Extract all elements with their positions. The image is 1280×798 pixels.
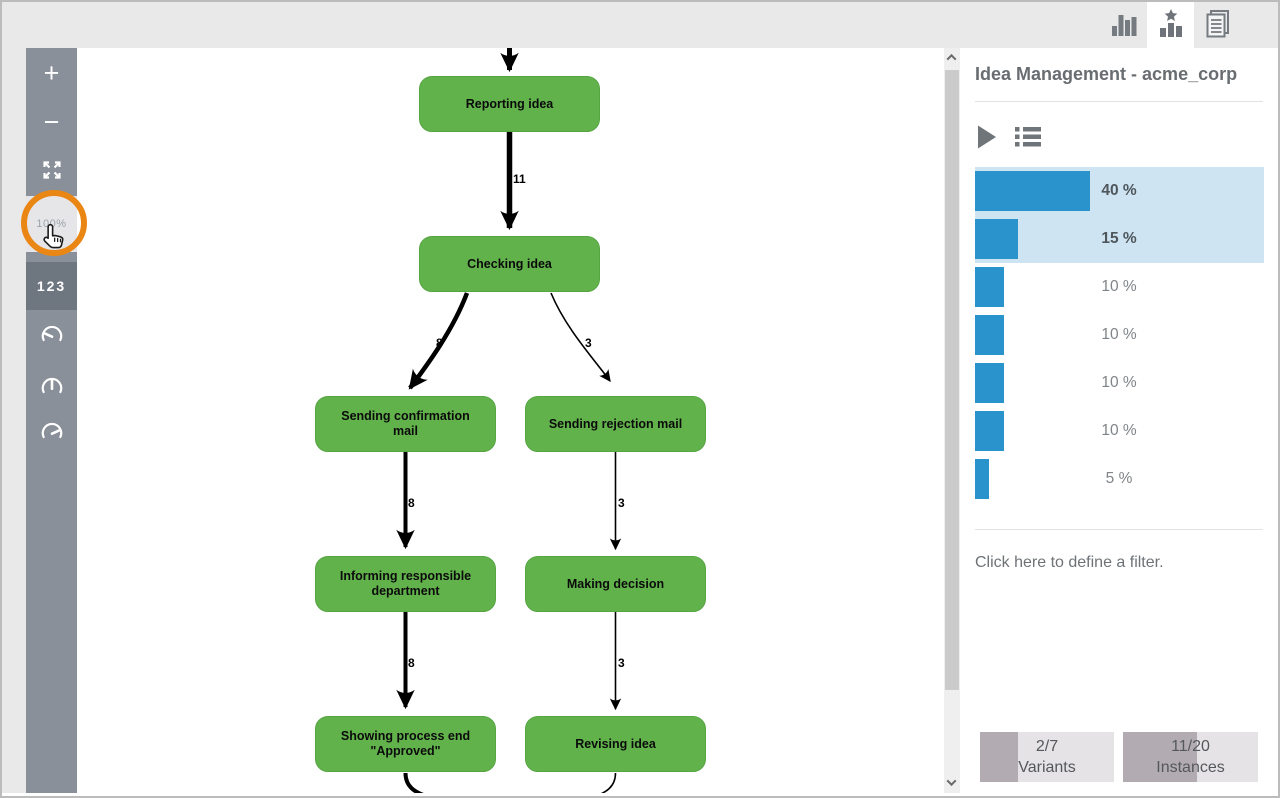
play-icon xyxy=(976,124,998,155)
edge-count-label: 8 xyxy=(436,336,443,350)
left-gutter xyxy=(0,48,26,793)
edge-count-label: 3 xyxy=(618,656,625,670)
variant-row-4[interactable]: 10 % xyxy=(975,311,1264,359)
detail-slider-low-button[interactable] xyxy=(26,321,77,351)
tab-documents[interactable] xyxy=(1194,0,1241,48)
edge-count-label: 3 xyxy=(618,496,625,510)
activity-node-informing-responsible-department[interactable]: Informing responsible department xyxy=(315,556,496,612)
variant-bar xyxy=(975,219,1019,259)
variant-percent-label: 10 % xyxy=(1101,278,1137,295)
variant-row-7[interactable]: 5 % xyxy=(975,455,1264,503)
variant-bar xyxy=(975,411,1004,451)
zoom-level-button[interactable]: 100% xyxy=(26,196,77,252)
tab-chart[interactable] xyxy=(1100,0,1147,48)
process-diagram-canvas[interactable]: 11 8 3 8 3 8 3 Reporting idea Checking i… xyxy=(77,48,944,793)
variant-list: 40 % 15 % 10 % 10 % 10 % 10 % xyxy=(975,167,1264,503)
chevron-up-icon xyxy=(946,53,957,64)
tab-variants[interactable] xyxy=(1147,0,1194,48)
variant-bar xyxy=(975,171,1090,211)
variant-row-5[interactable]: 10 % xyxy=(975,359,1264,407)
variant-percent-label: 10 % xyxy=(1101,326,1137,343)
panel-actions xyxy=(976,124,1041,155)
activity-node-checking-idea[interactable]: Checking idea xyxy=(419,236,600,292)
variants-panel: Idea Management - acme_corp xyxy=(960,48,1278,793)
view-tabs xyxy=(1100,0,1241,48)
variants-stat-block[interactable]: 2/7 Variants xyxy=(980,732,1114,782)
play-animation-button[interactable] xyxy=(976,124,998,155)
zoom-in-button[interactable]: + xyxy=(43,57,60,88)
variant-percent-label: 40 % xyxy=(1101,182,1137,199)
activity-node-revising-idea[interactable]: Revising idea xyxy=(525,716,706,772)
scrollbar-thumb[interactable] xyxy=(945,70,959,690)
edge-count-label: 11 xyxy=(513,172,526,186)
variants-stat-value: 2/7 xyxy=(1035,738,1059,755)
instances-stat-fill xyxy=(1123,732,1198,782)
diagram-toolbar: + − 100% 123 xyxy=(26,48,77,793)
fit-to-screen-button[interactable] xyxy=(26,157,77,187)
divider xyxy=(975,101,1263,102)
instances-stat-label: Instances xyxy=(1156,759,1225,776)
variant-bar xyxy=(975,363,1004,403)
activity-node-reporting-idea[interactable]: Reporting idea xyxy=(419,76,600,132)
gauge-mid-icon xyxy=(39,373,65,404)
variant-row-2[interactable]: 15 % xyxy=(975,215,1264,263)
canvas-scrollbar[interactable] xyxy=(944,48,960,793)
instances-stat-value: 11/20 xyxy=(1171,738,1210,755)
instances-stat-block[interactable]: 11/20 Instances xyxy=(1123,732,1258,782)
frequency-numbers-button[interactable]: 123 xyxy=(26,262,77,310)
variant-row-6[interactable]: 10 % xyxy=(975,407,1264,455)
star-bars-icon xyxy=(1157,9,1185,39)
activity-node-sending-rejection-mail[interactable]: Sending rejection mail xyxy=(525,396,706,452)
edge-count-label: 8 xyxy=(408,496,415,510)
gauge-low-icon xyxy=(39,321,65,352)
scroll-up-button[interactable] xyxy=(946,53,957,64)
activity-node-showing-process-end-approved[interactable]: Showing process end "Approved" xyxy=(315,716,496,772)
variant-row-1[interactable]: 40 % xyxy=(975,167,1264,215)
detail-slider-high-button[interactable] xyxy=(26,418,77,448)
bar-chart-icon xyxy=(1109,10,1139,38)
chevron-down-icon xyxy=(946,776,957,787)
variant-bar xyxy=(975,315,1004,355)
variant-bar xyxy=(975,459,990,499)
detail-slider-mid-button[interactable] xyxy=(26,373,77,403)
activity-node-making-decision[interactable]: Making decision xyxy=(525,556,706,612)
zoom-out-button[interactable]: − xyxy=(43,106,60,137)
top-tab-bar xyxy=(0,0,1280,48)
variant-percent-label: 5 % xyxy=(1105,470,1133,487)
variant-list-button[interactable] xyxy=(1015,126,1041,153)
document-icon xyxy=(1204,9,1232,39)
panel-title: Idea Management - acme_corp xyxy=(975,64,1238,84)
process-edges: 11 8 3 8 3 8 3 xyxy=(396,48,625,793)
variant-percent-label: 10 % xyxy=(1101,422,1137,439)
variants-stat-fill xyxy=(980,732,1019,782)
variant-percent-label: 10 % xyxy=(1101,374,1137,391)
variant-row-3[interactable]: 10 % xyxy=(975,263,1264,311)
variant-bar xyxy=(975,267,1004,307)
scroll-down-button[interactable] xyxy=(946,776,957,787)
define-filter-link[interactable]: Click here to define a filter. xyxy=(975,554,1164,571)
edge-count-label: 8 xyxy=(408,656,415,670)
expand-icon xyxy=(39,157,65,188)
variant-percent-label: 15 % xyxy=(1101,230,1137,247)
variants-stat-label: Variants xyxy=(1018,759,1076,776)
gauge-high-icon xyxy=(39,418,65,449)
list-icon xyxy=(1015,126,1041,153)
activity-node-sending-confirmation-mail[interactable]: Sending confirmation mail xyxy=(315,396,496,452)
divider xyxy=(975,529,1263,530)
edge-count-label: 3 xyxy=(585,336,592,350)
